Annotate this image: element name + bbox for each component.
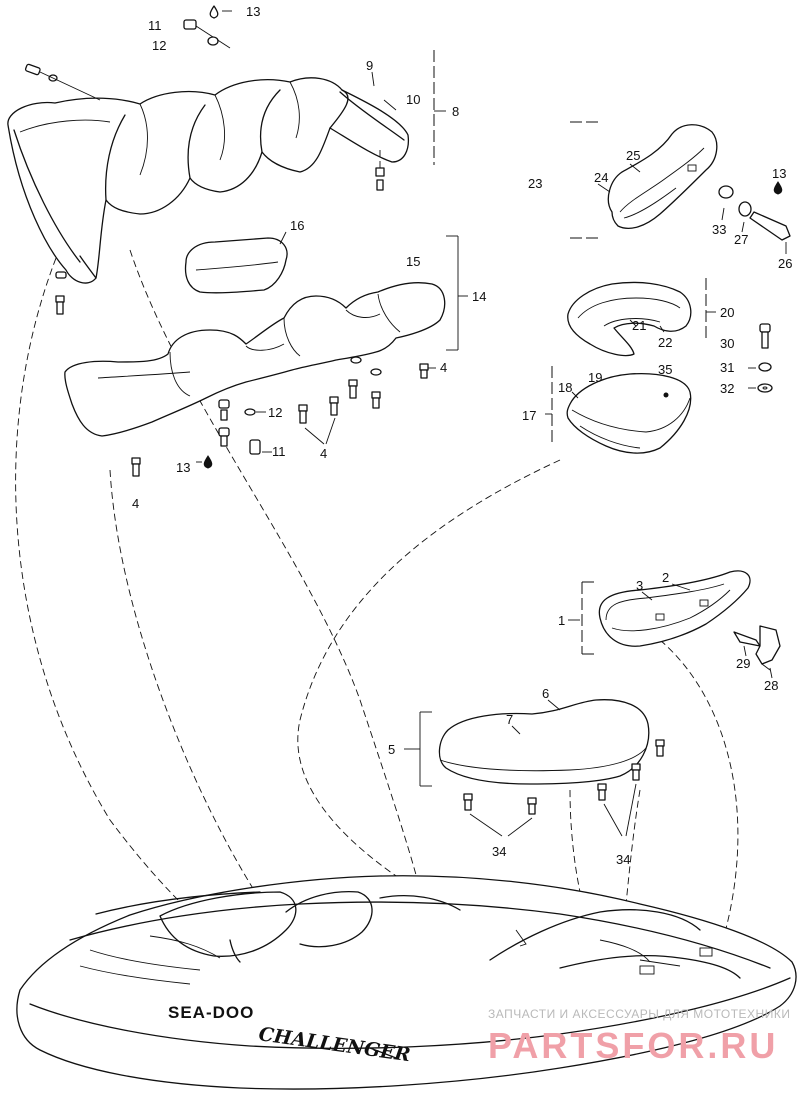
callout-4: 4 <box>132 496 139 511</box>
callout-34: 34 <box>616 852 630 867</box>
cushion-17 <box>551 366 692 454</box>
callout-2: 2 <box>662 570 669 585</box>
callout-22: 22 <box>658 335 672 350</box>
callout-33: 33 <box>712 222 726 237</box>
top-hardware <box>24 5 385 315</box>
callout-3: 3 <box>636 578 643 593</box>
callout-11: 11 <box>148 18 162 33</box>
callout-25: 25 <box>626 148 640 163</box>
bench-seat-14 <box>64 237 446 437</box>
bench-fasteners <box>131 356 436 477</box>
callout-31: 31 <box>720 360 734 375</box>
callout-4: 4 <box>320 446 327 461</box>
callout-13: 13 <box>772 166 786 181</box>
watermark-site: PARTSFOR.RU <box>488 1025 778 1066</box>
callout-4: 4 <box>440 360 447 375</box>
callout-23: 23 <box>528 176 542 191</box>
callout-1: 1 <box>558 613 565 628</box>
callout-13: 13 <box>246 4 260 19</box>
callout-labels: 11 12 13 9 10 8 16 15 14 4 12 11 13 4 4 … <box>132 4 792 867</box>
watermark: ЗАПЧАСТИ И АКСЕССУАРЫ ДЛЯ МОТОТЕХНИКИ PA… <box>488 1007 790 1066</box>
backrest-23 <box>570 121 791 241</box>
leader-lines <box>279 50 787 750</box>
watercraft-hull: SEA-DOO CHALLENGER <box>16 875 797 1090</box>
callout-9: 9 <box>366 58 373 73</box>
callout-18: 18 <box>558 380 572 395</box>
callout-26: 26 <box>778 256 792 271</box>
callout-11: 11 <box>272 444 286 459</box>
callout-27: 27 <box>734 232 748 247</box>
callout-19: 19 <box>588 370 602 385</box>
handle-1 <box>581 570 781 671</box>
callout-32: 32 <box>720 381 734 396</box>
callout-14: 14 <box>472 289 486 304</box>
cushion-20 <box>567 278 707 357</box>
callout-35: 35 <box>658 362 672 377</box>
callout-13: 13 <box>176 460 190 475</box>
callout-30: 30 <box>720 336 734 351</box>
callout-5: 5 <box>388 742 395 757</box>
callout-8: 8 <box>452 104 459 119</box>
pad-5 <box>419 699 665 837</box>
callout-21: 21 <box>632 318 646 333</box>
callout-12: 12 <box>152 38 166 53</box>
callout-6: 6 <box>542 686 549 701</box>
top-bench-seat <box>7 77 410 284</box>
watermark-caption: ЗАПЧАСТИ И АКСЕССУАРЫ ДЛЯ МОТОТЕХНИКИ <box>488 1007 790 1021</box>
callout-10: 10 <box>406 92 420 107</box>
callout-24: 24 <box>594 170 608 185</box>
callout-20: 20 <box>720 305 734 320</box>
callout-17: 17 <box>522 408 536 423</box>
callout-12: 12 <box>268 405 282 420</box>
callout-16: 16 <box>290 218 304 233</box>
callout-29: 29 <box>736 656 750 671</box>
callout-34: 34 <box>492 844 506 859</box>
hull-brand-logo: SEA-DOO <box>168 1003 254 1022</box>
callout-28: 28 <box>764 678 778 693</box>
callout-15: 15 <box>406 254 420 269</box>
callout-7: 7 <box>506 712 513 727</box>
fasteners-30-32 <box>757 323 773 393</box>
